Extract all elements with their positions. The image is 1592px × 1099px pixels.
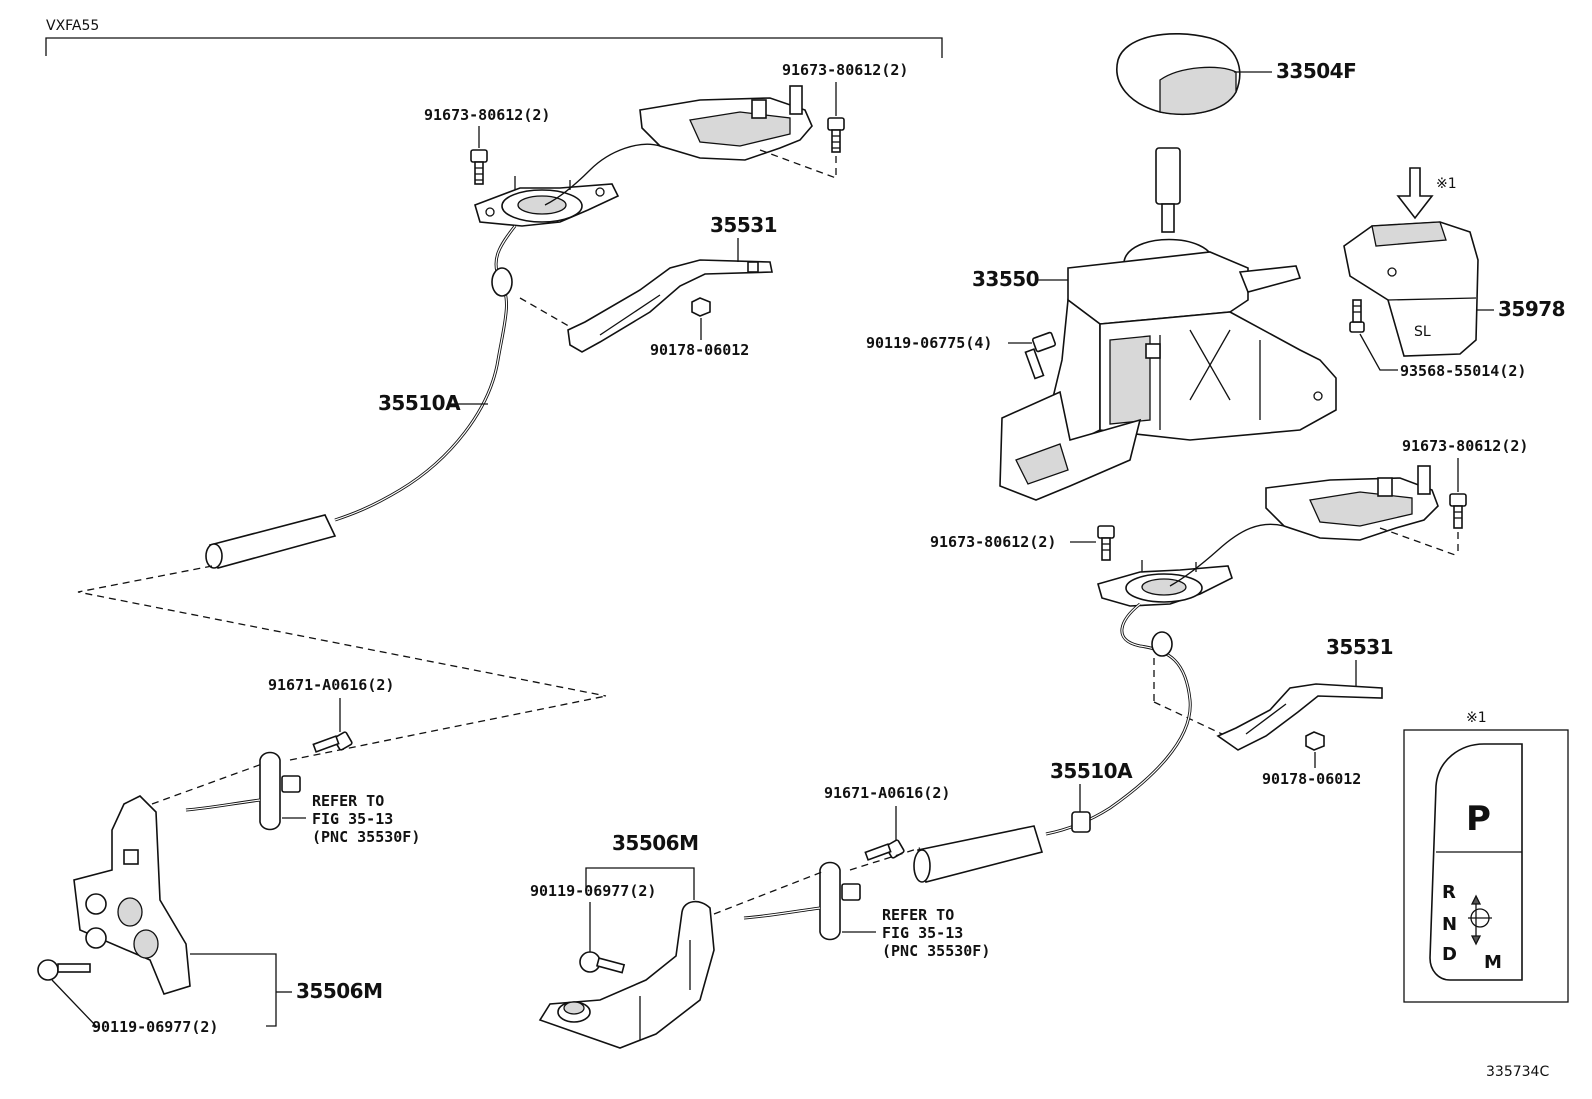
label-bolt-90119-06977-a: 90119-06977(2) (530, 882, 656, 900)
model-bracket: VXFA55 (45, 18, 943, 58)
refer-right-line3: (PNC 35530F) (882, 942, 990, 960)
bracket-35506M-center[interactable] (538, 900, 715, 1049)
bolt-90119-06775[interactable] (1024, 331, 1057, 380)
bolt-90119-06977-left[interactable] (37, 959, 91, 981)
label-bolt-91673-r1: 91673-80612(2) (1402, 437, 1528, 455)
label-bolt-91673-r2: 91673-80612(2) (930, 533, 1056, 551)
label-nut-90178-b: 90178-06012 (1262, 770, 1361, 788)
refer-note-left: REFER TO FIG 35-13 (PNC 35530F) (282, 792, 420, 846)
label-bolt-91671-a: 91671-A0616(2) (268, 676, 394, 694)
gate-icon (1468, 894, 1492, 946)
bolt-91673-top-left[interactable] (470, 149, 488, 185)
bolt-91673-right-lower[interactable] (1097, 525, 1115, 561)
bolt-91671-center[interactable] (864, 839, 905, 861)
shift-n: N (1442, 914, 1457, 935)
shift-d: D (1442, 944, 1457, 965)
bracket-35531-top[interactable] (567, 259, 773, 353)
refer-left-line1: REFER TO (312, 792, 384, 810)
label-bracket-35531-a: 35531 (710, 213, 777, 237)
label-cable-35510A-a: 35510A (378, 391, 461, 415)
lever-plate-right[interactable] (1097, 465, 1439, 607)
label-bolt-90119-06977-b: 90119-06977(2) (92, 1018, 218, 1036)
model-label: VXFA55 (46, 18, 99, 34)
label-bracket-35506M-b: 35506M (296, 979, 382, 1003)
nut-90178-top[interactable] (691, 297, 711, 317)
bolt-91673-right-upper[interactable] (1449, 493, 1467, 529)
label-bolt-90119-06775: 90119-06775(4) (866, 334, 992, 352)
cable-end-left[interactable] (185, 751, 301, 831)
label-bolt-91673-tl: 91673-80612(2) (424, 106, 550, 124)
cable-end-center[interactable] (743, 861, 861, 941)
note-mark-1: ※1 (1436, 176, 1457, 192)
shift-panel: ※1 P R N D M (1403, 710, 1569, 1003)
bolt-91671-left[interactable] (312, 731, 353, 753)
bolt-90119-06977-center[interactable] (579, 951, 626, 974)
label-switch-35978: 35978 (1498, 297, 1565, 321)
screw-93568[interactable] (1349, 299, 1365, 333)
shift-m: M (1484, 952, 1502, 973)
cable-35510A-right[interactable] (913, 602, 1192, 883)
label-bracket-35531-b: 35531 (1326, 635, 1393, 659)
label-screw-93568: 93568-55014(2) (1400, 362, 1526, 380)
shift-r: R (1442, 882, 1456, 903)
switch-sl-text: SL (1414, 324, 1431, 340)
bracket-35506M-left[interactable] (73, 795, 191, 995)
shift-p: P (1466, 799, 1491, 839)
refer-left-line3: (PNC 35530F) (312, 828, 420, 846)
refer-right-line2: FIG 35-13 (882, 924, 963, 942)
refer-left-line2: FIG 35-13 (312, 810, 393, 828)
switch-35978[interactable]: SL (1343, 221, 1479, 357)
nut-90178-right[interactable] (1305, 731, 1325, 751)
label-bolt-91671-b: 91671-A0616(2) (824, 784, 950, 802)
lever-plate-top-left[interactable] (474, 85, 813, 227)
shift-knob-33504F[interactable] (1116, 32, 1241, 115)
note-mark-2: ※1 (1466, 710, 1487, 726)
bracket-35531-right[interactable] (1216, 683, 1383, 751)
bolt-91673-top-right[interactable] (827, 117, 845, 153)
label-cable-35510A-b: 35510A (1050, 759, 1133, 783)
label-knob-33504F: 33504F (1276, 59, 1356, 83)
cable-35510A-left[interactable] (205, 225, 517, 569)
label-bolt-91673-tr: 91673-80612(2) (782, 61, 908, 79)
label-shifter-33550: 33550 (972, 267, 1039, 291)
figure-code: 335734C (1486, 1064, 1549, 1080)
refer-note-right: REFER TO FIG 35-13 (PNC 35530F) (842, 906, 990, 960)
label-nut-90178-a: 90178-06012 (650, 341, 749, 359)
arrow-note-1 (1396, 167, 1434, 220)
shifter-assembly-33550[interactable] (999, 147, 1337, 501)
refer-right-line1: REFER TO (882, 906, 954, 924)
label-bracket-35506M-a: 35506M (612, 831, 698, 855)
